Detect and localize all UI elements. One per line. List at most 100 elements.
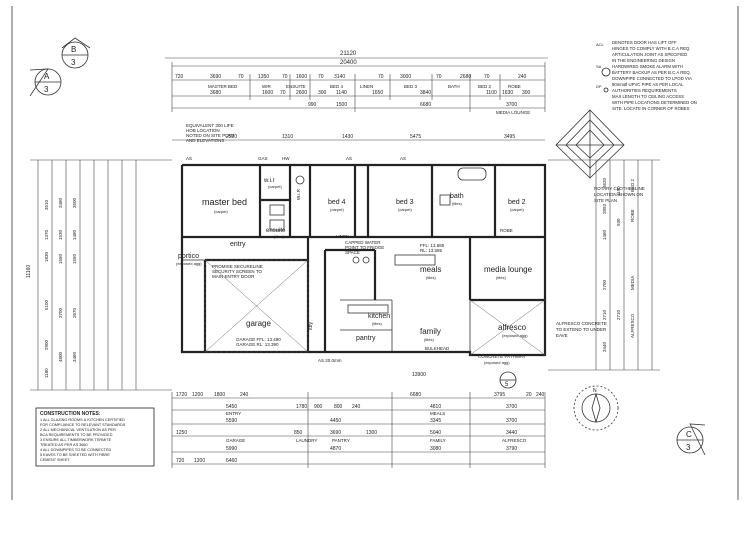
- svg-text:AND ELEVATIONS: AND ELEVATIONS: [186, 138, 224, 143]
- right-dimensions: 3620 2893 1460 2700 2710 3440 1190 930 2…: [548, 159, 660, 371]
- svg-text:(tiles): (tiles): [424, 337, 434, 342]
- svg-text:4810: 4810: [430, 404, 441, 410]
- room-bed-2: bed 2: [508, 199, 526, 206]
- room-bed-4: bed 4: [328, 199, 346, 206]
- svg-text:1550: 1550: [58, 253, 63, 264]
- svg-text:ALFRESCO: ALFRESCO: [502, 438, 527, 443]
- svg-text:1530: 1530: [58, 229, 63, 240]
- svg-text:1460: 1460: [602, 229, 607, 240]
- room-bath: bath: [450, 193, 464, 200]
- svg-text:B: B: [71, 45, 76, 54]
- svg-text:ROBE: ROBE: [508, 84, 521, 89]
- svg-text:300: 300: [522, 90, 531, 96]
- rotary-clothesline-symbol: [555, 109, 625, 179]
- svg-text:DENOTES DOOR HAS LIFT OFF: DENOTES DOOR HAS LIFT OFF: [612, 40, 677, 45]
- svg-text:SECURITY SCREEN TO: SECURITY SCREEN TO: [212, 269, 263, 274]
- svg-text:(exposed agg): (exposed agg): [502, 333, 528, 338]
- svg-text:ARTICULATION JOINT AS SPECIFIE: ARTICULATION JOINT AS SPECIFIED: [612, 52, 687, 57]
- svg-text:TO EXTEND TO UNDER: TO EXTEND TO UNDER: [556, 327, 607, 332]
- room-bed-3: bed 3: [396, 199, 414, 206]
- svg-text:1200: 1200: [192, 392, 203, 398]
- svg-text:(tiles): (tiles): [426, 275, 436, 280]
- svg-text:5040: 5040: [430, 430, 441, 436]
- svg-text:3690: 3690: [210, 74, 221, 80]
- svg-text:TREATED AS PER AS 3660: TREATED AS PER AS 3660: [40, 443, 88, 447]
- svg-text:930: 930: [616, 218, 621, 226]
- room-garage: garage: [246, 319, 271, 328]
- svg-text:SITE. LOCATE IN CORNER OF ROBE: SITE. LOCATE IN CORNER OF ROBES: [612, 106, 690, 111]
- room-family: family: [420, 327, 441, 336]
- svg-text:CAPPED WATER: CAPPED WATER: [345, 240, 381, 245]
- svg-text:(tiles): (tiles): [372, 321, 382, 326]
- svg-text:2893: 2893: [602, 203, 607, 214]
- svg-text:SITE PLAN: SITE PLAN: [594, 198, 617, 203]
- room-meals: meals: [420, 265, 441, 274]
- svg-text:AUTHORITIES REQUIREMENTS: AUTHORITIES REQUIREMENTS: [612, 88, 677, 93]
- svg-text:HOB LOCATION: HOB LOCATION: [186, 128, 220, 133]
- svg-text:2680: 2680: [460, 74, 471, 80]
- svg-text:FAMILY: FAMILY: [430, 438, 446, 443]
- svg-text:EAVE: EAVE: [556, 333, 568, 338]
- svg-text:70: 70: [378, 74, 384, 80]
- svg-text:BATH: BATH: [448, 84, 460, 89]
- svg-text:3495: 3495: [504, 134, 515, 140]
- svg-text:3700: 3700: [58, 307, 63, 318]
- svg-text:1600: 1600: [296, 74, 307, 80]
- svg-text:IN THE ENGINEERING DESIGN: IN THE ENGINEERING DESIGN: [612, 58, 675, 63]
- svg-text:CONSTRUCTION NOTES:: CONSTRUCTION NOTES:: [40, 411, 101, 417]
- svg-text:2670: 2670: [72, 307, 77, 318]
- svg-text:ENTRY: ENTRY: [226, 411, 241, 416]
- room-portico: portico: [178, 253, 199, 260]
- left-dimensions: 11160 3510 1370 1830 5100 2900 1180 3480…: [26, 159, 172, 391]
- section-marker-a: A 3: [29, 68, 62, 97]
- svg-text:BULKHEAD: BULKHEAD: [425, 346, 450, 351]
- svg-text:ALFRESCO: ALFRESCO: [630, 313, 635, 338]
- svg-text:1310: 1310: [282, 134, 293, 140]
- north-point: N: [573, 385, 619, 431]
- garage-roof-lines: [204, 259, 309, 353]
- svg-text:SA: SA: [596, 64, 602, 69]
- svg-text:CEMENT SHEET: CEMENT SHEET: [40, 458, 70, 462]
- svg-text:240: 240: [536, 392, 545, 398]
- svg-text:ROBE: ROBE: [500, 228, 513, 233]
- svg-text:1500: 1500: [336, 102, 347, 108]
- svg-text:3345: 3345: [430, 418, 441, 424]
- svg-text:GAS: GAS: [258, 156, 268, 161]
- svg-text:3790: 3790: [506, 446, 517, 452]
- alfresco-roof-lines: [469, 299, 546, 356]
- top-dimensions: 21120 20400 720 3690 70 1350 70 1600 70 …: [165, 51, 548, 141]
- svg-text:1630: 1630: [502, 90, 513, 96]
- svg-text:3 ENSURE ALL TIMBERWORK TERMIT: 3 ENSURE ALL TIMBERWORK TERMITE: [40, 438, 112, 442]
- fixtures: [269, 167, 487, 314]
- room-labels: master bed (carpet) w.i.r (carpet) ensui…: [176, 178, 533, 342]
- svg-text:1550: 1550: [72, 253, 77, 264]
- svg-text:850: 850: [294, 430, 303, 436]
- svg-text:3480: 3480: [58, 197, 63, 208]
- svg-text:(carpet): (carpet): [398, 207, 412, 212]
- svg-text:2 ALL MECHANICAL VENTILATION A: 2 ALL MECHANICAL VENTILATION AS PER: [40, 428, 116, 432]
- svg-text:(carpet): (carpet): [214, 209, 228, 214]
- svg-text:4 ALL DOWNPIPES TO BE CONNECTE: 4 ALL DOWNPIPES TO BE CONNECTED: [40, 448, 112, 452]
- svg-text:990: 990: [308, 102, 317, 108]
- svg-text:2900: 2900: [44, 339, 49, 350]
- svg-text:21120: 21120: [340, 51, 357, 57]
- svg-text:6680: 6680: [410, 392, 421, 398]
- equivalent-note: EQUIVALENT 300 LIFE HOB LOCATION NOTED O…: [186, 123, 234, 143]
- svg-text:2700: 2700: [602, 279, 607, 290]
- svg-text:1720: 1720: [176, 392, 187, 398]
- svg-text:(tiles): (tiles): [496, 275, 506, 280]
- svg-text:AS: AS: [400, 156, 406, 161]
- svg-text:LOCATION SHOWN ON: LOCATION SHOWN ON: [594, 192, 643, 197]
- room-laundry: ldry: [308, 321, 314, 330]
- svg-text:4450: 4450: [330, 418, 341, 424]
- svg-text:70: 70: [318, 74, 324, 80]
- svg-text:3840: 3840: [420, 90, 431, 96]
- svg-text:HINGES TO COMPLY WITH B.C.A RE: HINGES TO COMPLY WITH B.C.A REQ.: [612, 46, 690, 51]
- svg-text:1140: 1140: [336, 90, 347, 96]
- svg-text:1780: 1780: [296, 404, 307, 410]
- svg-text:BED 2: BED 2: [478, 84, 492, 89]
- svg-text:AS: AS: [346, 156, 352, 161]
- svg-text:3620: 3620: [602, 177, 607, 188]
- svg-text:(tiles): (tiles): [452, 201, 462, 206]
